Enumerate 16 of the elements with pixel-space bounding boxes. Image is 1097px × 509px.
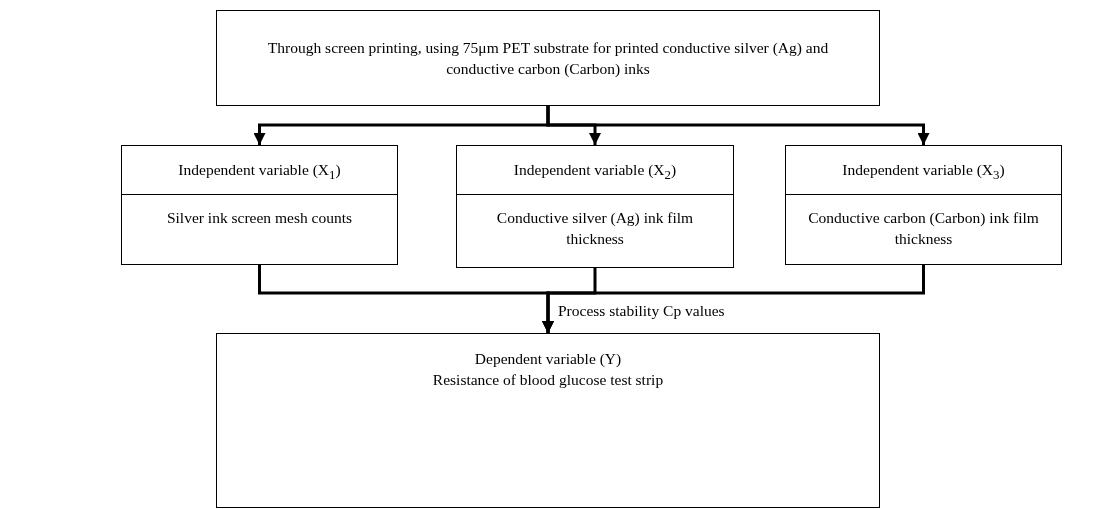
process-box bbox=[216, 10, 880, 106]
variable-box bbox=[121, 145, 398, 265]
arrow bbox=[546, 106, 930, 145]
box-text: Conductive carbon (Carbon) ink film thickness bbox=[807, 208, 1040, 249]
box-text: Resistance of blood glucose test strip bbox=[431, 370, 665, 390]
arrow bbox=[542, 265, 925, 333]
box-text: Silver ink screen mesh counts bbox=[165, 208, 354, 228]
variable-box bbox=[456, 145, 734, 268]
process-box bbox=[216, 333, 880, 508]
box-text: Conductive silver (Ag) ink film thickness bbox=[495, 208, 695, 249]
box-heading: Independent variable (X$_{2}$) bbox=[457, 146, 733, 195]
variable-box bbox=[785, 145, 1062, 265]
box-heading: Independent variable (X$_{1}$) bbox=[122, 146, 397, 195]
box-heading: Dependent variable (Y) bbox=[473, 349, 623, 369]
box-text: Through screen printing, using 75μm PET substrate for printed conductive silver (Ag) and conductive carbon (Carbon) inks bbox=[266, 38, 830, 79]
box-heading: Independent variable (X$_{3}$) bbox=[786, 146, 1061, 195]
